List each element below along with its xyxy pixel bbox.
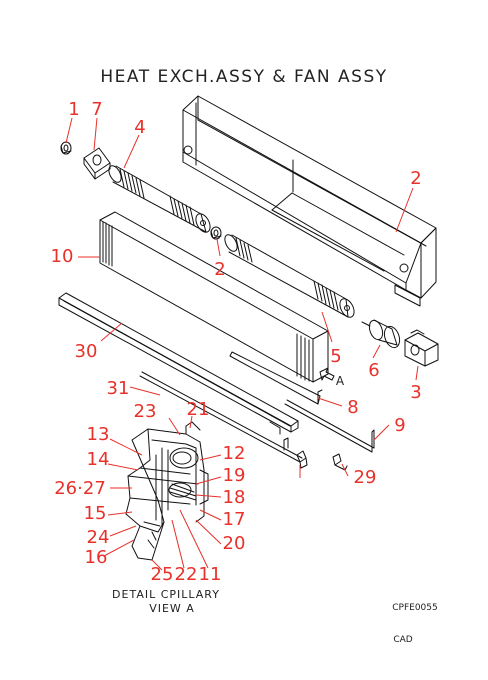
callout-28: 29 <box>354 467 377 488</box>
callout-29: 30 <box>75 341 98 362</box>
callout-2-upper: 1 <box>68 99 79 120</box>
detail-caption-line2: VIEW A <box>149 602 195 615</box>
callout-labels: 1 7 4 2 10 2 5 6 3 30 8 31 9 29 23 21 13… <box>51 99 422 585</box>
motor-part-6 <box>361 319 401 349</box>
callout-3: 3 <box>410 382 421 403</box>
bushing-part-2-lower <box>210 226 222 240</box>
callout-15: 15 <box>84 503 107 524</box>
leader-lines <box>65 117 419 571</box>
callout-13: 13 <box>87 424 110 445</box>
clip-part-28 <box>332 453 348 471</box>
bearing-bracket-part-7 <box>83 147 111 180</box>
drawing-code: CPFE0055 <box>392 603 437 613</box>
source-label: CAD <box>393 635 412 645</box>
callout-14: 14 <box>87 449 110 470</box>
motor-bracket-part-3 <box>404 329 439 367</box>
callout-19: 19 <box>223 465 246 486</box>
callout-26-27: 26·27 <box>54 478 106 499</box>
housing-part-1 <box>182 95 437 307</box>
diagram-title: HEAT EXCH.ASSY & FAN ASSY <box>100 67 387 87</box>
callout-24: 24 <box>87 527 110 548</box>
callout-23: 23 <box>134 401 157 422</box>
detail-caption-line1: DETAIL CPILLARY <box>112 588 220 601</box>
fan-cylinder-part-5 <box>224 234 355 318</box>
callout-2-lower: 2 <box>214 259 225 280</box>
callout-16: 16 <box>85 547 108 568</box>
drain-channel-part-29 <box>58 292 299 435</box>
line-art <box>58 95 439 561</box>
callout-10: 10 <box>51 246 74 267</box>
callout-25: 25 <box>151 564 174 585</box>
callout-5: 5 <box>330 346 341 367</box>
bushing-part-2-upper <box>60 141 72 155</box>
callout-22: 22 <box>175 564 198 585</box>
callout-17: 17 <box>223 509 246 530</box>
callout-4: 4 <box>134 117 145 138</box>
callout-11: 11 <box>199 564 222 585</box>
callout-8: 8 <box>347 397 358 418</box>
callout-6: 6 <box>368 360 379 381</box>
rod-part-8 <box>229 351 323 405</box>
callout-1: 2 <box>410 168 421 189</box>
callout-21: 21 <box>187 399 210 420</box>
callout-30: 31 <box>107 378 130 399</box>
clip-part-31 <box>296 450 308 469</box>
view-arrow-label: A <box>336 374 345 388</box>
callout-12: 12 <box>223 443 246 464</box>
callout-18: 18 <box>223 487 246 508</box>
view-arrow-icon <box>319 367 335 381</box>
rod-part-30 <box>139 371 303 463</box>
callout-9: 9 <box>394 415 405 436</box>
callout-7: 7 <box>91 99 102 120</box>
rod-part-9 <box>284 399 375 453</box>
fan-cylinder-part-4 <box>108 165 211 233</box>
capillary-detail-assembly <box>125 421 209 561</box>
callout-20: 20 <box>223 533 246 554</box>
